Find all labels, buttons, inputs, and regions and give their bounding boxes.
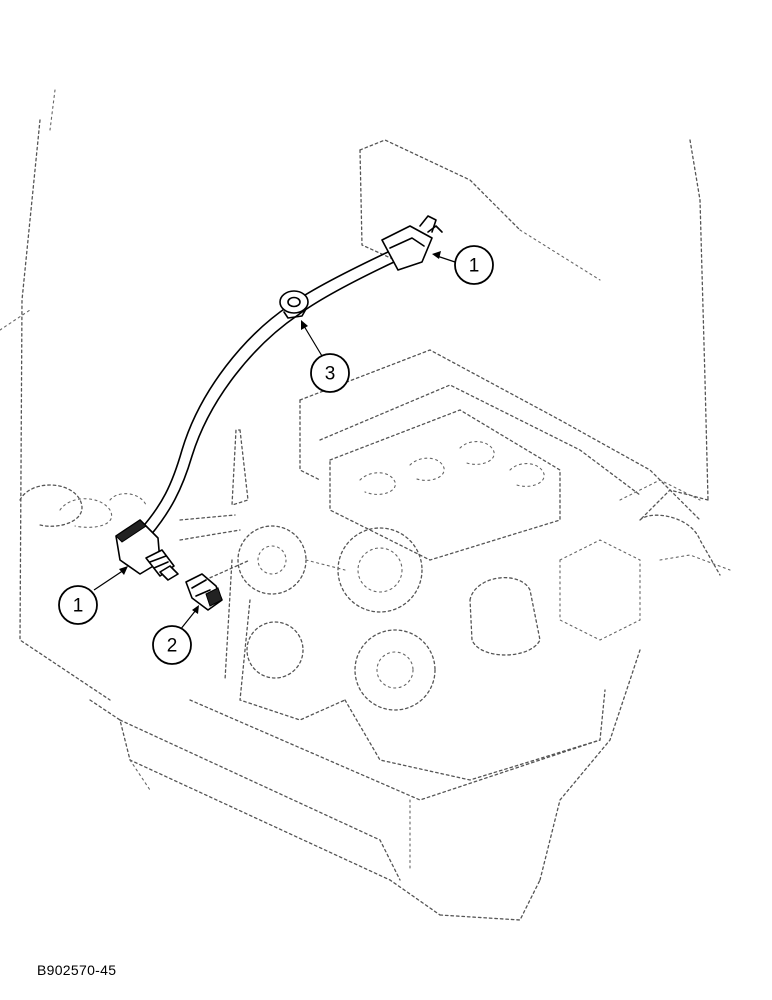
callout-upper-connector: 1 <box>432 245 494 285</box>
fitting <box>185 573 223 611</box>
figure-id: B902570-45 <box>37 962 117 978</box>
callout-label-2: 2 <box>167 636 178 657</box>
callout-grommet: 3 <box>301 320 350 393</box>
callout-fitting: 2 <box>152 605 199 665</box>
callout-label-1-lower: 1 <box>73 596 84 617</box>
callout-label-3: 3 <box>325 364 336 385</box>
pressure-switch <box>115 519 179 581</box>
grommet <box>279 290 309 319</box>
callout-pressure-switch: 1 <box>58 566 128 625</box>
callout-label-1-upper: 1 <box>469 256 480 277</box>
wiring-harness <box>139 251 395 537</box>
engine-outline <box>0 89 731 921</box>
harness-connector <box>381 215 443 271</box>
